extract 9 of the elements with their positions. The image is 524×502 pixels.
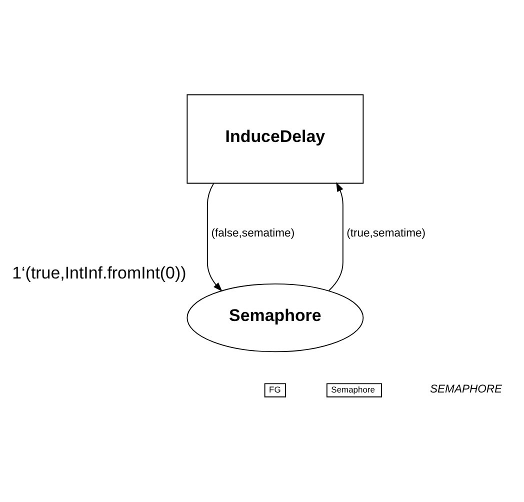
arrow: [206, 182, 222, 292]
node-box: FG: [264, 383, 286, 398]
edge-label: (false,sematime): [211, 228, 295, 240]
edge-label: (true,sematime): [346, 228, 426, 240]
arrow: [328, 182, 344, 292]
node-box: InduceDelay: [186, 94, 364, 184]
label: SEMAPHORE: [430, 383, 502, 396]
node-label: 1‘(true,IntInf.fromInt(0)): [12, 264, 186, 283]
node-box: Semaphore: [326, 383, 382, 398]
